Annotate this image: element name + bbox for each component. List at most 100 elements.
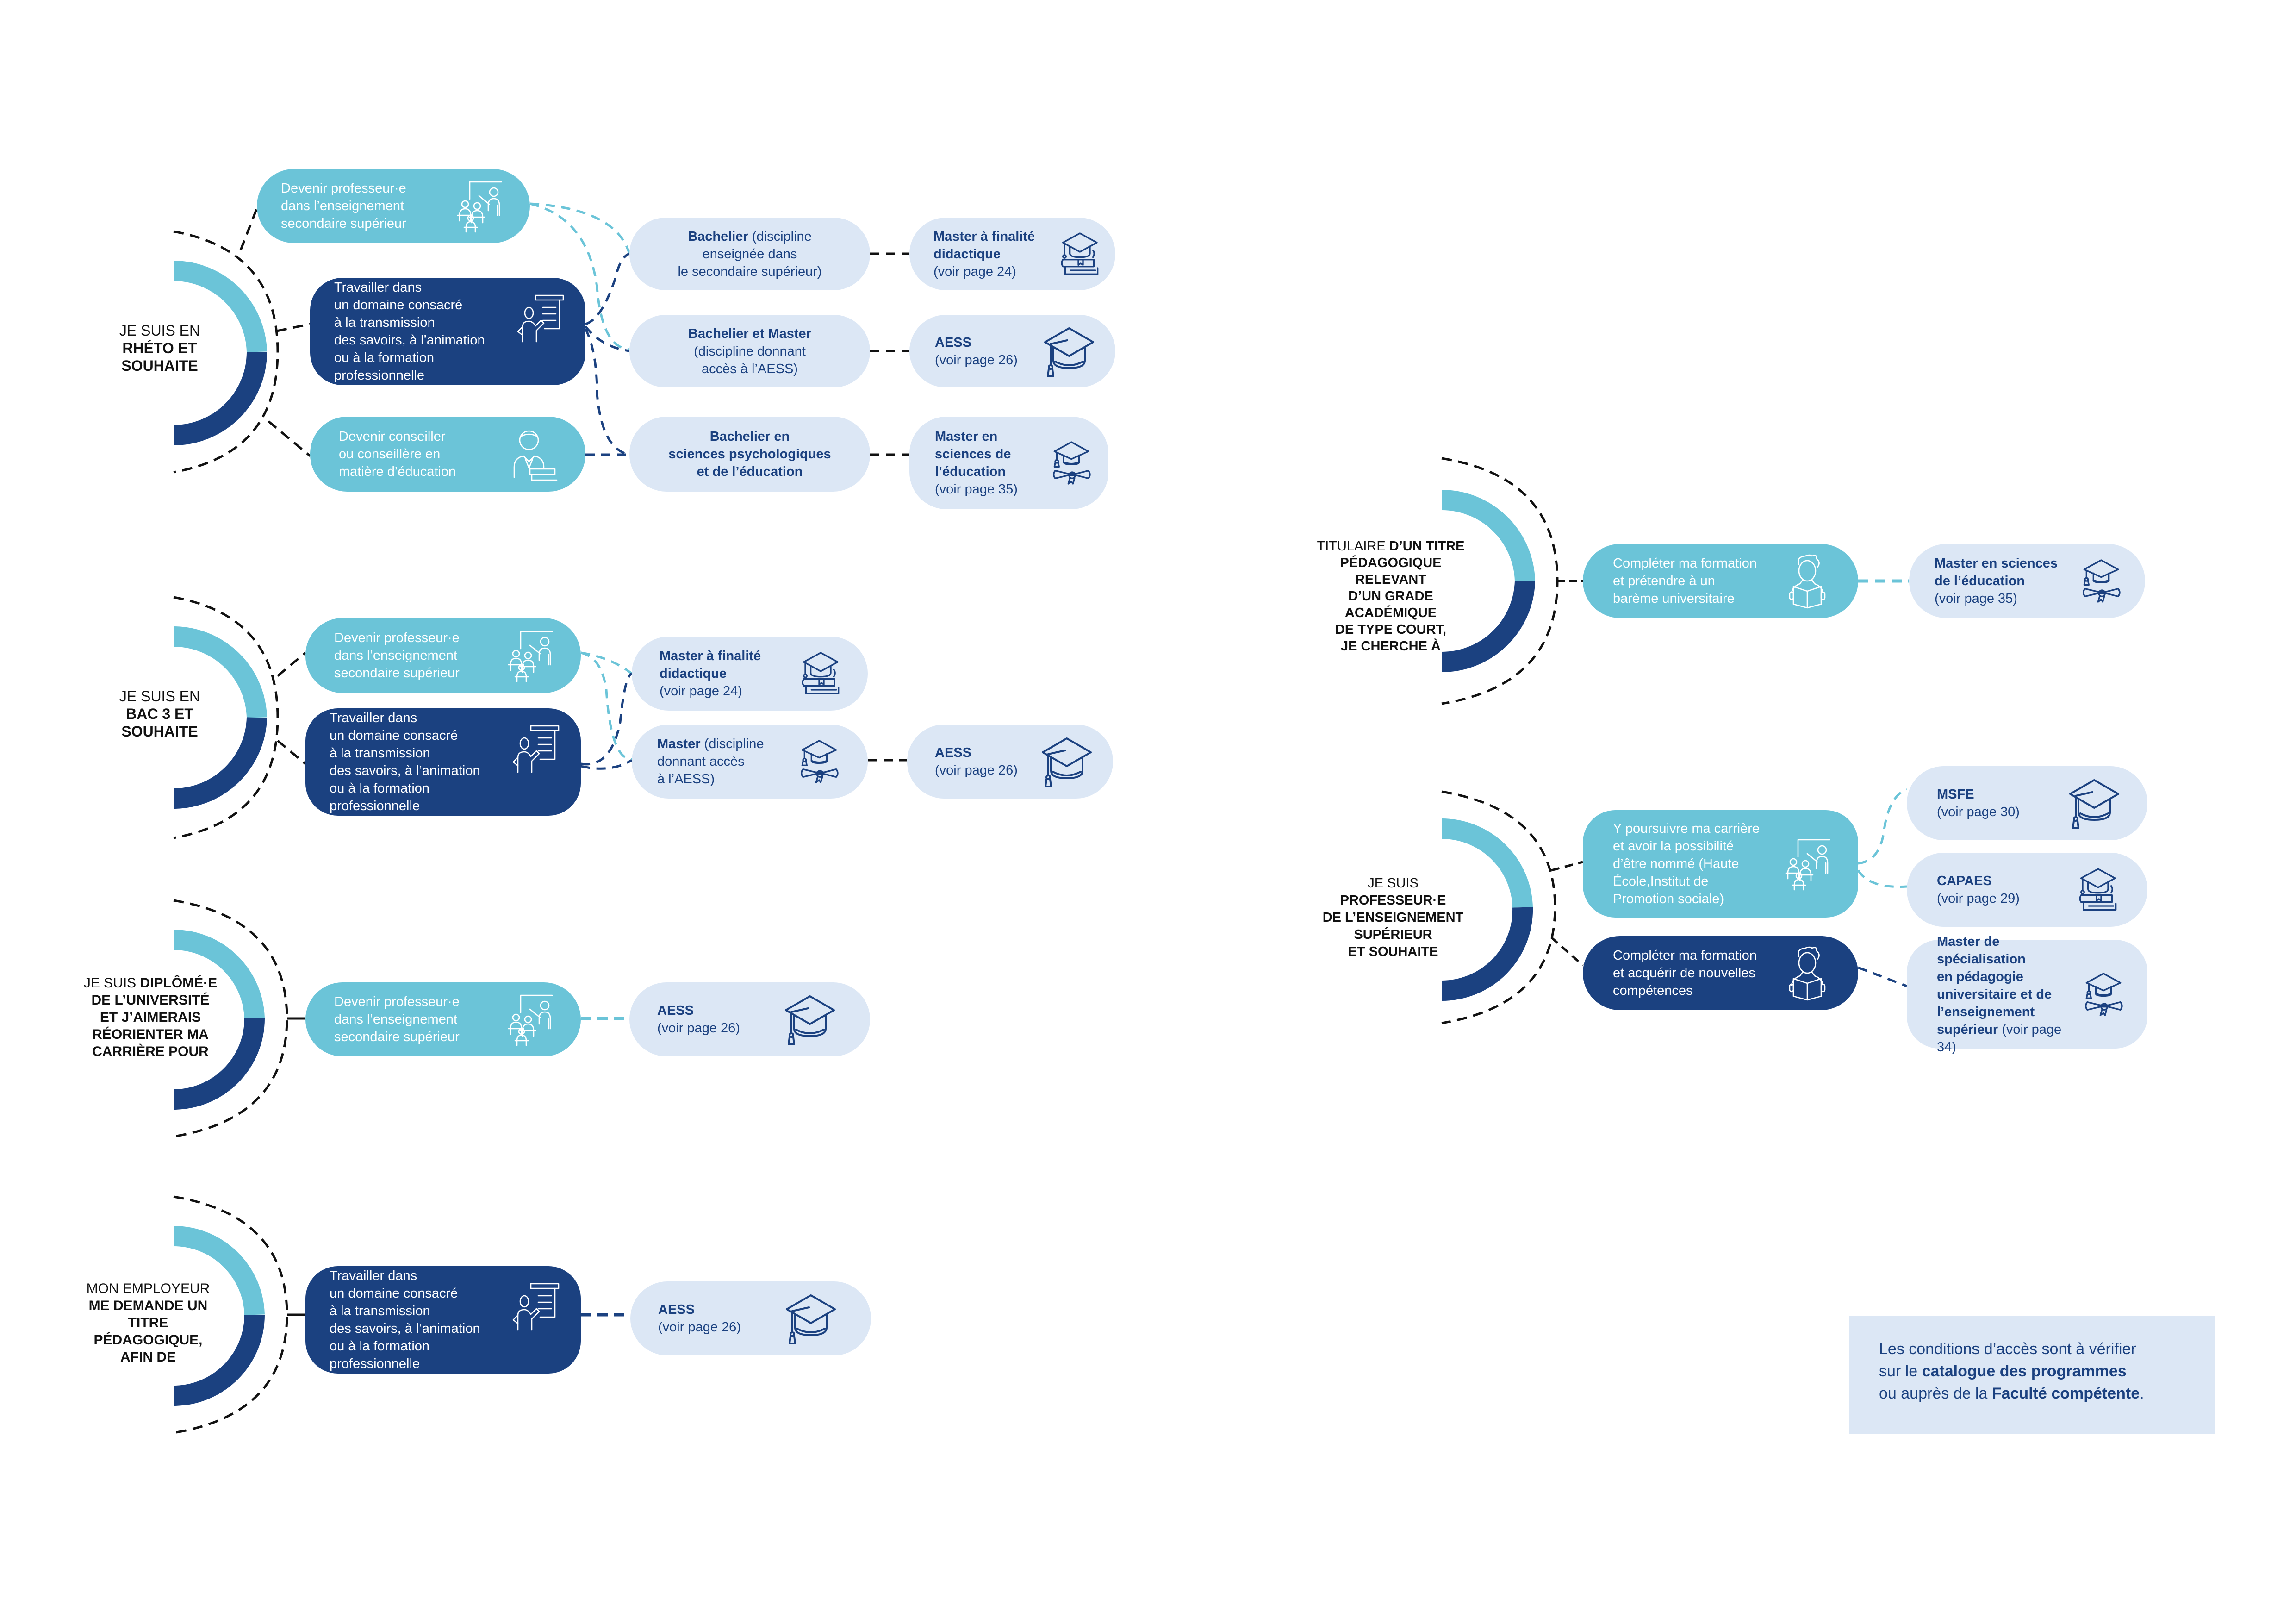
page-ref: (voir page 35) bbox=[935, 482, 1018, 497]
label-line: RÉORIENTER MA bbox=[92, 1027, 209, 1042]
classroom-teacher-icon bbox=[451, 178, 507, 234]
line: barème universitaire bbox=[1613, 591, 1735, 606]
rest-part: (discipline bbox=[700, 737, 764, 751]
outcome-master-didactique[interactable]: Master à finalité didactique (voir page … bbox=[909, 218, 1115, 290]
goal-travailler-transmission[interactable]: Travailler dans un domaine consacré à la… bbox=[310, 278, 585, 385]
goal-devenir-professeur[interactable]: Devenir professeur·e dans l’enseignement… bbox=[305, 618, 581, 693]
outcome-capaes[interactable]: CAPAES (voir page 29) bbox=[1907, 853, 2147, 927]
page-ref: (voir page 26) bbox=[935, 352, 1018, 368]
line: secondaire supérieur bbox=[334, 666, 460, 681]
bold-part: DIPLÔMÉ·E bbox=[140, 975, 218, 991]
label-line: JE CHERCHE À bbox=[1341, 639, 1441, 654]
note-line: Les conditions d’accès sont à vérifier bbox=[1879, 1340, 2136, 1358]
study-master-didactique[interactable]: Master à finalité didactique (voir page … bbox=[632, 637, 868, 711]
label-line: SOUHAITE bbox=[121, 723, 198, 740]
rheto-ring bbox=[173, 261, 267, 445]
rheto-link-goal1 bbox=[239, 208, 258, 250]
outcome-master-specialisation[interactable]: Master de spécialisation en pédagogie un… bbox=[1907, 934, 2147, 1055]
outcome-text: AESS (voir page 26) bbox=[658, 1301, 783, 1336]
label-line: ET SOUHAITE bbox=[1348, 944, 1438, 959]
outcome-text: MSFE (voir page 30) bbox=[1937, 786, 2066, 821]
outcome-master-sciences-education[interactable]: Master en sciences de l’éducation (voir … bbox=[1909, 544, 2145, 618]
study-bachelier-et-master[interactable]: Bachelier et Master (discipline donnant … bbox=[629, 315, 870, 387]
page-ref: (voir page 35) bbox=[1935, 591, 2017, 606]
line: donnant accès bbox=[657, 754, 745, 769]
employeur-ring bbox=[173, 1226, 265, 1406]
page-ref: (voir page 26) bbox=[935, 763, 1018, 778]
outcome-aess[interactable]: AESS (voir page 26) bbox=[629, 982, 870, 1056]
goal-completer-bareme[interactable]: Compléter ma formation et prétendre à un… bbox=[1583, 544, 1858, 618]
line: Master en sciences bbox=[1935, 556, 2058, 571]
study-text: Master (discipline donnant accès à l’AES… bbox=[657, 735, 796, 788]
classroom-teacher-icon bbox=[1775, 836, 1840, 892]
goal-text: Compléter ma formation et acquérir de no… bbox=[1613, 947, 1780, 999]
goal-travailler-transmission[interactable]: Travailler dans un domaine consacré à la… bbox=[305, 708, 581, 816]
goal-text: Devenir professeur·e dans l’enseignement… bbox=[281, 180, 451, 232]
label-line: TITRE PÉDAGOGIQUE, bbox=[93, 1315, 203, 1348]
label-line: BAC 3 ET bbox=[126, 706, 193, 722]
classroom-teacher-icon bbox=[502, 628, 558, 683]
goal-completer-competences[interactable]: Compléter ma formation et acquérir de no… bbox=[1583, 936, 1858, 1010]
page-ref: (voir page 26) bbox=[658, 1320, 741, 1335]
line: dans l’enseignement bbox=[281, 199, 404, 213]
page-ref: (voir page 29) bbox=[1937, 891, 2020, 906]
goal-text: Devenir professeur·e dans l’enseignement… bbox=[334, 993, 502, 1046]
line: dans l’enseignement bbox=[334, 648, 458, 663]
outcome-text: Master à finalité didactique (voir page … bbox=[933, 228, 1055, 281]
outcome-text: Master en sciences de l’éducation (voir … bbox=[935, 428, 1048, 498]
faculte-link[interactable]: Faculté compétente bbox=[1991, 1385, 2140, 1402]
regular-part: JE SUIS bbox=[83, 975, 140, 991]
line: AESS bbox=[658, 1302, 695, 1317]
label-line: DE L’UNIVERSITÉ bbox=[91, 993, 210, 1008]
cap-diploma-icon bbox=[2080, 967, 2127, 1022]
line: et acquérir de nouvelles bbox=[1613, 966, 1755, 981]
line: enseignée dans bbox=[702, 246, 797, 262]
line: Devenir conseiller bbox=[339, 429, 446, 444]
goal-text: Devenir professeur·e dans l’enseignement… bbox=[334, 629, 502, 682]
outcome-master-sciences-education[interactable]: Master en sciences de l’éducation (voir … bbox=[909, 417, 1108, 509]
line: de l’éducation bbox=[1935, 574, 2025, 588]
study-master-discipline[interactable]: Master (discipline donnant accès à l’AES… bbox=[632, 725, 868, 799]
line: AESS bbox=[935, 335, 971, 350]
presenter-board-icon bbox=[511, 292, 567, 347]
line: Master à finalité bbox=[933, 229, 1035, 244]
study-bachelier-sciences-psy[interactable]: Bachelier en sciences psychologiques et … bbox=[629, 417, 870, 492]
catalogue-link[interactable]: catalogue des programmes bbox=[1922, 1362, 2127, 1380]
bold-part: Master bbox=[657, 737, 701, 751]
line: et de l’éducation bbox=[697, 464, 803, 479]
goal-poursuivre-carriere[interactable]: Y poursuivre ma carrière et avoir la pos… bbox=[1583, 810, 1858, 918]
line: ou à la formation professionnelle bbox=[330, 781, 430, 813]
outcome-aess[interactable]: AESS (voir page 26) bbox=[907, 725, 1113, 799]
graduation-cap-icon bbox=[1039, 734, 1095, 789]
graduation-books-icon bbox=[2073, 862, 2120, 918]
study-text: Bachelier (discipline enseignée dans le … bbox=[629, 228, 870, 281]
rest-part: (discipline bbox=[748, 229, 812, 244]
outcome-aess[interactable]: AESS (voir page 26) bbox=[909, 315, 1115, 387]
line: l’éducation bbox=[935, 464, 1006, 479]
goal-devenir-professeur[interactable]: Devenir professeur·e dans l’enseignement… bbox=[305, 982, 581, 1056]
line: (discipline donnant bbox=[694, 344, 806, 359]
presenter-board-icon bbox=[507, 1280, 562, 1336]
graduation-books-icon bbox=[796, 646, 842, 701]
outcome-aess[interactable]: AESS (voir page 26) bbox=[630, 1281, 871, 1355]
line: un domaine consacré bbox=[330, 728, 458, 743]
line: sciences psychologiques bbox=[668, 447, 831, 462]
line: le secondaire supérieur) bbox=[678, 264, 822, 279]
goal-travailler-transmission[interactable]: Travailler dans un domaine consacré à la… bbox=[305, 1266, 581, 1374]
goal-text: Compléter ma formation et prétendre à un… bbox=[1613, 555, 1780, 607]
rheto-start-label: JE SUIS EN RHÉTO ET SOUHAITE bbox=[104, 322, 215, 375]
label-line: D’UN GRADE ACADÉMIQUE bbox=[1344, 589, 1437, 620]
study-bachelier-discipline[interactable]: Bachelier (discipline enseignée dans le … bbox=[629, 218, 870, 290]
line: Compléter ma formation bbox=[1613, 948, 1757, 963]
goal-devenir-professeur[interactable]: Devenir professeur·e dans l’enseignement… bbox=[257, 169, 530, 243]
note-line: sur le catalogue des programmes bbox=[1879, 1360, 2215, 1382]
label-line: SUPÉRIEUR bbox=[1354, 927, 1432, 942]
line: Compléter ma formation bbox=[1613, 556, 1757, 571]
outcome-text: Master de spécialisation en pédagogie un… bbox=[1937, 933, 2080, 1056]
line: Master à finalité bbox=[660, 649, 761, 663]
label-line: JE SUIS EN bbox=[119, 322, 200, 339]
graduation-cap-icon bbox=[1041, 324, 1097, 379]
page-ref: (voir page 34) bbox=[1937, 1022, 2062, 1055]
outcome-msfe[interactable]: MSFE (voir page 30) bbox=[1907, 766, 2147, 840]
goal-devenir-conseiller[interactable]: Devenir conseiller ou conseillère en mat… bbox=[310, 417, 585, 492]
